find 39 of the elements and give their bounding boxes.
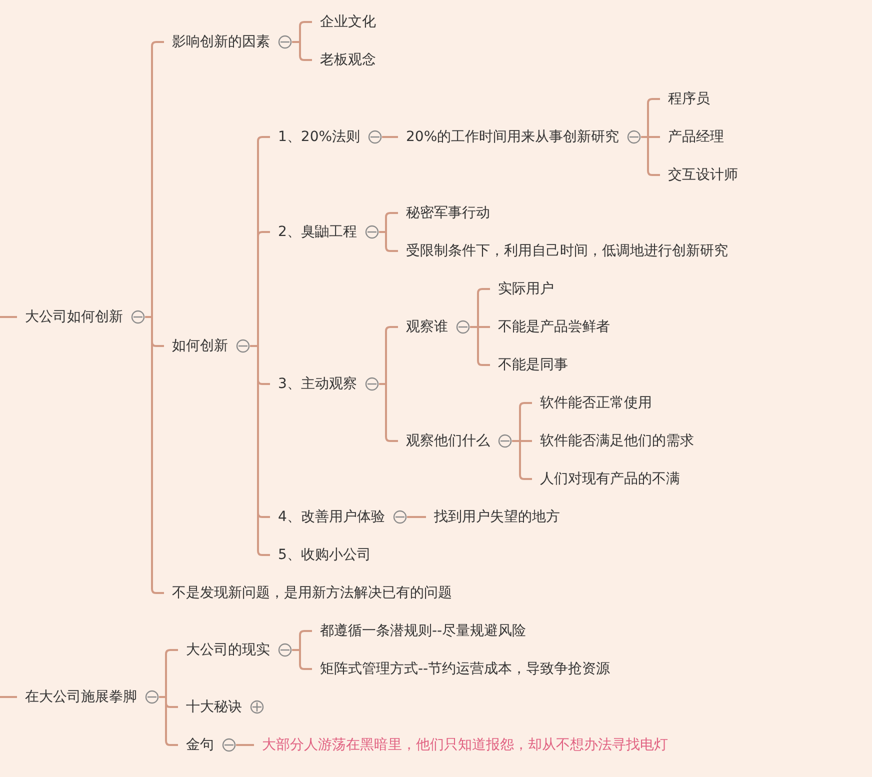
topic-text: 3、主动观察	[277, 375, 357, 394]
branch-line	[236, 744, 254, 746]
topic-text: 4、改善用户体验	[277, 508, 385, 527]
topic-text: 大公司的现实	[185, 641, 270, 660]
topic-text: 观察他们什么	[405, 432, 490, 451]
topic-text: 在大公司施展拳脚	[24, 688, 137, 707]
topic-text: 找到用户失望的地方	[433, 508, 560, 527]
topic-text: 实际用户	[497, 280, 554, 299]
topic-text: 人们对现有产品的不满	[539, 470, 680, 489]
topic-text: 观察谁	[405, 318, 448, 337]
topic-text: 都遵循一条潜规则--尽量规避风险	[319, 622, 526, 641]
branch-line	[382, 136, 398, 138]
topic-text: 20%的工作时间用来从事创新研究	[405, 128, 620, 147]
topic-text: 如何创新	[171, 337, 228, 356]
quote-text: 大部分人游荡在黑暗里，他们只知道报怨，却从不想办法寻找电灯	[261, 736, 668, 755]
topic-text: 5、收购小公司	[277, 546, 371, 565]
topic-text: 不是发现新问题，是用新方法解决已有的问题	[171, 584, 452, 603]
topic-text: 秘密军事行动	[405, 204, 490, 223]
topic-text: 程序员	[667, 90, 710, 109]
branch-line	[292, 41, 312, 61]
topic-text: 大公司如何创新	[24, 308, 123, 327]
topic-text: 矩阵式管理方式--节约运营成本，导致争抢资源	[319, 660, 610, 679]
topic-text: 产品经理	[667, 128, 724, 147]
topic-text: 不能是同事	[497, 356, 568, 375]
topic-text: 1、20%法则	[277, 128, 360, 147]
topic-text: 交互设计师	[667, 166, 738, 185]
topic-text: 老板观念	[319, 51, 376, 70]
topic-text: 受限制条件下，利用自己时间，低调地进行创新研究	[405, 242, 728, 261]
topic-text: 不能是产品尝鲜者	[497, 318, 610, 337]
topic-text: 企业文化	[319, 13, 376, 32]
topic-text: 金句	[185, 736, 214, 755]
topic-text: 十大秘诀	[185, 698, 242, 717]
topic-text: 2、臭鼬工程	[277, 223, 357, 242]
branch-line	[0, 696, 17, 698]
branch-line	[407, 516, 426, 518]
branch-line	[0, 316, 17, 318]
topic-text: 影响创新的因素	[171, 33, 270, 52]
topic-text: 软件能否正常使用	[539, 394, 652, 413]
topic-text: 软件能否满足他们的需求	[539, 432, 694, 451]
